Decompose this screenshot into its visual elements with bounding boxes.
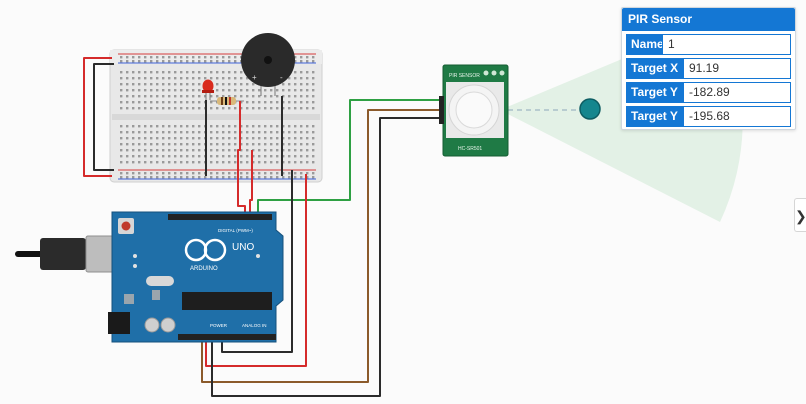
pir-target-y-field[interactable]: -182.89 (683, 82, 791, 103)
pir-row-target-x: Target X 91.19 (626, 58, 791, 79)
arduino-power-label: POWER (210, 323, 228, 328)
pir-label-top: PIR SENSOR (449, 73, 480, 79)
arduino-analog-label: ANALOG IN (242, 323, 267, 328)
pir-row-label: Target X (626, 58, 683, 79)
pir-row-label: Target Y (626, 82, 683, 103)
wire-black-gnd (221, 170, 293, 353)
wire-brown-pir (201, 109, 444, 383)
pir-target[interactable] (579, 98, 601, 120)
resistor[interactable] (210, 97, 244, 105)
pir-sensor-panel: PIR Sensor Name 1 Target X 91.19 Target … (621, 7, 796, 130)
pir-row-label: Name (626, 34, 664, 55)
wire-red-power (205, 174, 307, 367)
pir-label-bottom: HC-SR501 (458, 146, 482, 152)
wire-black-rail-left (93, 63, 114, 171)
pir-row-label: Target Y (626, 106, 683, 127)
chevron-right-icon: ❯ (795, 208, 806, 224)
sidebar-toggle-button[interactable]: ❯ (794, 198, 806, 232)
pir-target-x-field[interactable]: 91.19 (683, 58, 791, 79)
buzzer[interactable]: + - (241, 33, 295, 96)
pir-panel-title: PIR Sensor (622, 8, 795, 31)
arduino-model-label: UNO (232, 242, 254, 253)
svg-text:+: + (252, 73, 257, 82)
pir-row-target-y-2: Target Y -195.68 (626, 106, 791, 127)
pir-row-target-y: Target Y -182.89 (626, 82, 791, 103)
pir-name-field[interactable]: 1 (662, 34, 791, 55)
pir-row-name: Name 1 (626, 34, 791, 55)
led[interactable] (202, 79, 214, 101)
svg-text:-: - (280, 73, 283, 82)
arduino-brand-label: ARDUINO (190, 266, 218, 272)
wire-red-buzzer (249, 150, 253, 214)
pir-target-y2-field[interactable]: -195.68 (683, 106, 791, 127)
arduino-digital-label: DIGITAL (PWM~) (218, 228, 253, 233)
wire-green-pir (257, 99, 444, 214)
pir-sensor-module[interactable]: PIR SENSOR HC-SR501 (439, 64, 509, 157)
wires (83, 57, 444, 397)
arduino-uno[interactable]: UNO ARDUINO DIGITAL (PWM~) POWER ANALOG … (108, 211, 284, 343)
wire-red-led (237, 101, 246, 214)
wire-red-rail-left (83, 57, 112, 177)
wire-black-pir (211, 117, 444, 397)
